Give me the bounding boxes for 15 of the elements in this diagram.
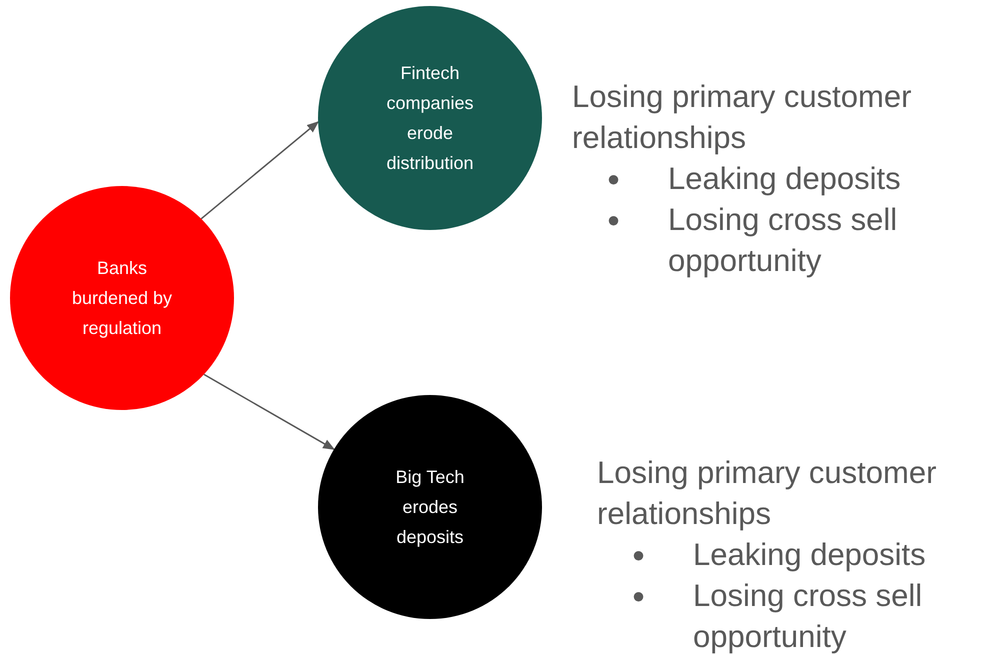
arrow bbox=[200, 121, 319, 220]
bullet-text: Losing cross sell opportunity bbox=[668, 201, 898, 280]
node-label: Banks burdened by regulation bbox=[70, 257, 174, 340]
bullet-mark: ● bbox=[606, 206, 622, 234]
bullet-mark: ● bbox=[630, 541, 646, 569]
heading-text: Losing primary customer relationships bbox=[597, 454, 938, 533]
bullet-text: Losing cross sell opportunity bbox=[693, 577, 924, 655]
node-label: Big Tech erodes deposits bbox=[394, 466, 466, 549]
node-label: Fintech companies erode distribution bbox=[385, 62, 475, 175]
bullet-text: Leaking deposits bbox=[668, 160, 902, 198]
bullet-text: Leaking deposits bbox=[693, 536, 927, 574]
arrow bbox=[204, 374, 336, 450]
heading-text: Losing primary customer relationships bbox=[572, 78, 912, 157]
bullet-mark: ● bbox=[606, 165, 622, 193]
bullet-mark: ● bbox=[630, 582, 646, 610]
